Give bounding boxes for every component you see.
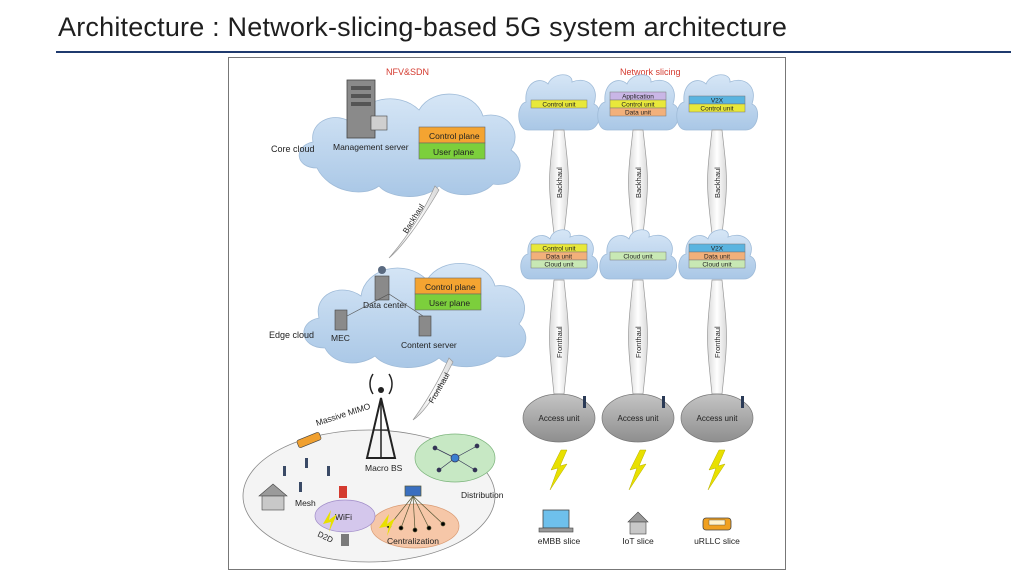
macro-bs-label: Macro BS bbox=[365, 463, 403, 473]
slice-backhaul-label: Backhaul bbox=[713, 167, 722, 198]
slice-antenna-icon bbox=[662, 396, 665, 408]
macro-bs-tower-icon bbox=[365, 373, 397, 459]
slice-mid-unit-box bbox=[688, 259, 746, 269]
slice-name-label: IoT slice bbox=[622, 536, 654, 546]
slice-backhaul-label: Backhaul bbox=[555, 167, 564, 198]
edge-ran-fronthaul-link bbox=[412, 357, 454, 421]
architecture-figure: NFV&SDN Network slicing Core cloud Manag… bbox=[228, 57, 786, 570]
slice-access-label: Access unit bbox=[618, 414, 660, 423]
mimo-device-icon bbox=[296, 432, 322, 448]
slide-header: Architecture : Network-slicing-based 5G … bbox=[0, 0, 1013, 56]
slice-mid-unit-label: Data unit bbox=[546, 254, 572, 261]
edge-control-plane-label: Control plane bbox=[425, 282, 476, 292]
core-control-plane-label: Control plane bbox=[429, 131, 480, 141]
management-server-label: Management server bbox=[333, 142, 409, 152]
slice-mid-unit-box bbox=[530, 259, 588, 269]
edge-link-line bbox=[388, 293, 424, 317]
edge-cloud-label: Edge cloud bbox=[269, 330, 314, 340]
nfv-sdn-header: NFV&SDN bbox=[386, 67, 429, 77]
slice-mid-unit-label: Cloud unit bbox=[544, 262, 573, 269]
slice-fronthaul-label: Fronthaul bbox=[555, 326, 564, 358]
slice-access-label: Access unit bbox=[697, 414, 739, 423]
slice-name-label: uRLLC slice bbox=[694, 536, 740, 546]
slice-fronthaul-label: Fronthaul bbox=[713, 326, 722, 358]
slice-mid-unit-box bbox=[609, 251, 667, 261]
core-edge-backhaul-link bbox=[388, 185, 440, 259]
car-window-icon bbox=[708, 519, 726, 526]
slice-mid-unit-label: Cloud unit bbox=[702, 262, 731, 269]
data-center-icon bbox=[374, 266, 390, 301]
slice-antenna-icon bbox=[583, 396, 586, 408]
slice-lightning-icon bbox=[628, 449, 647, 491]
slice-access-unit bbox=[522, 393, 596, 443]
mesh-house-icon bbox=[258, 483, 288, 511]
edge-user-plane-box bbox=[414, 293, 482, 311]
wifi-cluster bbox=[314, 499, 376, 533]
slice-mid-unit-label: Data unit bbox=[704, 254, 730, 261]
content-server-label: Content server bbox=[401, 340, 457, 350]
slice-top-unit-label: V2X bbox=[711, 98, 724, 105]
data-center-label: Data center bbox=[363, 300, 407, 310]
distribution-label: Distribution bbox=[461, 490, 504, 500]
edge-user-plane-label: User plane bbox=[429, 298, 470, 308]
house-roof-icon bbox=[627, 511, 649, 523]
mesh-label: Mesh bbox=[295, 498, 316, 508]
slide-title: Architecture : Network-slicing-based 5G … bbox=[58, 12, 788, 42]
mec-label: MEC bbox=[331, 333, 350, 343]
slice-mid-unit-label: Cloud unit bbox=[623, 254, 652, 261]
core-user-plane-box bbox=[418, 142, 486, 160]
edge-ran-fronthaul-label: Fronthaul bbox=[427, 371, 452, 405]
title-underline bbox=[56, 51, 1011, 53]
slice-name-label: eMBB slice bbox=[538, 536, 581, 546]
network-slicing-header: Network slicing bbox=[620, 67, 681, 77]
slice-top-unit-label: Data unit bbox=[625, 110, 651, 117]
core-user-plane-label: User plane bbox=[433, 147, 474, 157]
slice-access-unit bbox=[680, 393, 754, 443]
slice-mid-unit-label: V2X bbox=[711, 246, 724, 253]
d2d-device-icon bbox=[341, 534, 349, 546]
slice-top-unit-label: Control unit bbox=[621, 102, 654, 109]
slice-top-unit-box bbox=[609, 107, 667, 117]
slice-top-unit-box bbox=[530, 99, 588, 109]
slice-mid-unit-label: Control unit bbox=[542, 246, 575, 253]
slice-antenna-icon bbox=[741, 396, 744, 408]
centralization-label: Centralization bbox=[387, 536, 439, 546]
slice-fronthaul-label: Fronthaul bbox=[634, 326, 643, 358]
slice-lightning-icon bbox=[707, 449, 726, 491]
slice-lightning-icon bbox=[549, 449, 568, 491]
laptop-icon bbox=[542, 509, 570, 529]
ran-lightning-icon bbox=[379, 514, 395, 536]
content-server-icon bbox=[418, 315, 432, 337]
slice-access-unit bbox=[601, 393, 675, 443]
slice-top-unit-label: Control unit bbox=[700, 106, 733, 113]
core-cloud-label: Core cloud bbox=[271, 144, 315, 154]
massive-mimo-label: Massive MIMO bbox=[315, 401, 372, 428]
slice-backhaul-label: Backhaul bbox=[634, 167, 643, 198]
management-server-icon bbox=[346, 79, 388, 139]
slice-access-label: Access unit bbox=[539, 414, 581, 423]
mesh-antennas bbox=[283, 458, 330, 492]
distribution-nodes bbox=[432, 443, 480, 473]
slice-top-unit-label: Control unit bbox=[542, 102, 575, 109]
slice-top-unit-label: Application bbox=[622, 94, 654, 101]
house-icon bbox=[629, 521, 647, 535]
wifi-router-icon bbox=[339, 486, 347, 498]
mec-icon bbox=[334, 309, 348, 331]
slice-top-unit-box bbox=[688, 103, 746, 113]
ran-lightning-icon bbox=[323, 510, 337, 532]
architecture-diagram: NFV&SDN Network slicing Core cloud Manag… bbox=[242, 67, 759, 563]
laptop-base-icon bbox=[538, 527, 574, 533]
wifi-label: WiFi bbox=[335, 512, 352, 522]
edge-link-line bbox=[346, 293, 390, 317]
